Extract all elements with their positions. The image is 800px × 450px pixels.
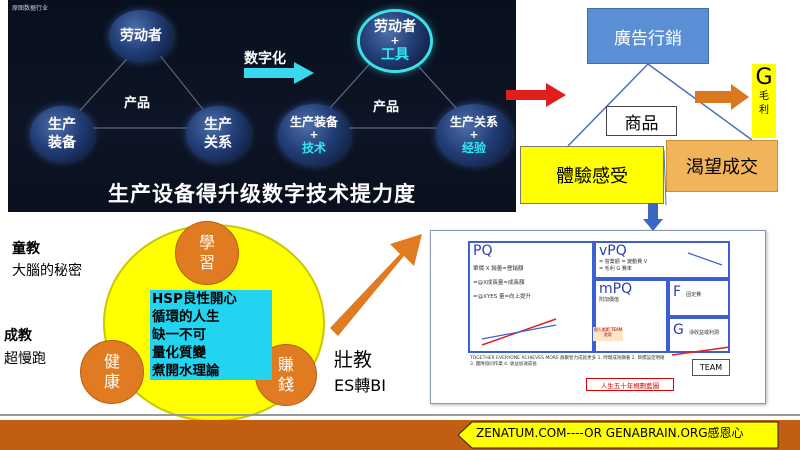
diagonal-orange-arrow-icon (330, 234, 422, 336)
child-education-title: 童教 (12, 241, 40, 257)
footer-arrow-banner (458, 421, 779, 449)
learn-circle: 學 習 (175, 221, 239, 285)
pq-trend-lines (481, 318, 557, 346)
vpq-box: vPQ = 營業額 = 變動費 V = 毛利 G 費率 (594, 241, 730, 279)
left-center-label: 产品 (124, 96, 151, 111)
g-heading: G (673, 322, 684, 338)
dark-panel: 原图数据行业 劳动者 产品 生产 装备 生产 关系 数字化 劳动者 + 工具 产… (8, 0, 516, 212)
blue-down-arrow-icon (643, 203, 663, 231)
pq-heading: PQ (473, 243, 493, 259)
team-box: TEAM (692, 359, 730, 376)
team-gap-note: 個人差距 TEAM 差距 (593, 327, 623, 341)
corner-caption: 原图数据行业 (12, 5, 49, 12)
digitize-arrow-icon (244, 62, 314, 84)
fixed-cost-box: F 固定費 (668, 279, 730, 317)
node-relation-experience: 生产关系 + 经验 (436, 104, 512, 166)
node-worker-tools: 劳动者 + 工具 (360, 12, 430, 70)
pq-box: PQ 單價 X 銷量=營銷額 =@X成長量=成長額 =@XYES 量=向上提升 (468, 241, 594, 353)
digitize-label: 数字化 (244, 51, 286, 67)
dark-panel-title: 生产设备得升级数字技术提力度 (108, 182, 416, 206)
child-education-sub: 大腦的秘密 (12, 263, 82, 279)
footer-link-text[interactable]: ZENATUM.COM----OR GENABRAIN.ORG感恩心 (476, 426, 744, 440)
node-worker: 劳动者 (109, 10, 173, 62)
node-equipment-tech: 生产装备 + 技术 (278, 104, 350, 166)
team-trend-line (672, 346, 731, 356)
orange-arrow-icon (695, 84, 749, 110)
strong-education-sub: ES轉BI (334, 376, 386, 395)
life-plan-box: 人生五十年規劃藍圖 (586, 378, 674, 391)
gross-profit-label: 毛利 (759, 91, 769, 116)
together-note: TOGETHER EVERYONE ACHIEVES MORE 群聚智力成就更多… (470, 356, 665, 367)
desire-deal-box: 渴望成交 (666, 140, 778, 192)
adult-education-sub: 超慢跑 (4, 351, 46, 367)
gross-profit-box: G 毛利 (752, 64, 776, 138)
f-heading: F (673, 284, 682, 300)
experience-box: 體驗感受 (520, 146, 664, 204)
ad-marketing-box: 廣告行銷 (587, 8, 709, 64)
hsp-center-text: HSP良性開心 循環的人生 缺一不可 量化質變 煮開水理論 (150, 290, 272, 380)
health-circle: 健 康 (80, 340, 144, 404)
mpq-box: mPQ 附加價值 (594, 279, 668, 353)
mpq-heading: mPQ (599, 281, 633, 297)
footer-divider (0, 414, 800, 416)
strong-education-title: 壯教 (334, 349, 373, 371)
pq-report-panel: PQ 單價 X 銷量=營銷額 =@X成長量=成長額 =@XYES 量=向上提升 … (430, 230, 766, 404)
vpq-heading: vPQ (599, 243, 627, 259)
node-equipment: 生产 装备 (30, 106, 94, 162)
node-relation: 生产 关系 (186, 106, 250, 162)
pq-grid: PQ 單價 X 銷量=營銷額 =@X成長量=成長額 =@XYES 量=向上提升 … (468, 241, 731, 391)
red-arrow-icon (506, 83, 566, 107)
adult-education-title: 成教 (4, 328, 32, 344)
right-center-label: 产品 (373, 100, 400, 115)
vpq-trend-line (687, 252, 723, 266)
g-letter: G (755, 65, 773, 90)
goods-box: 商品 (606, 106, 677, 136)
